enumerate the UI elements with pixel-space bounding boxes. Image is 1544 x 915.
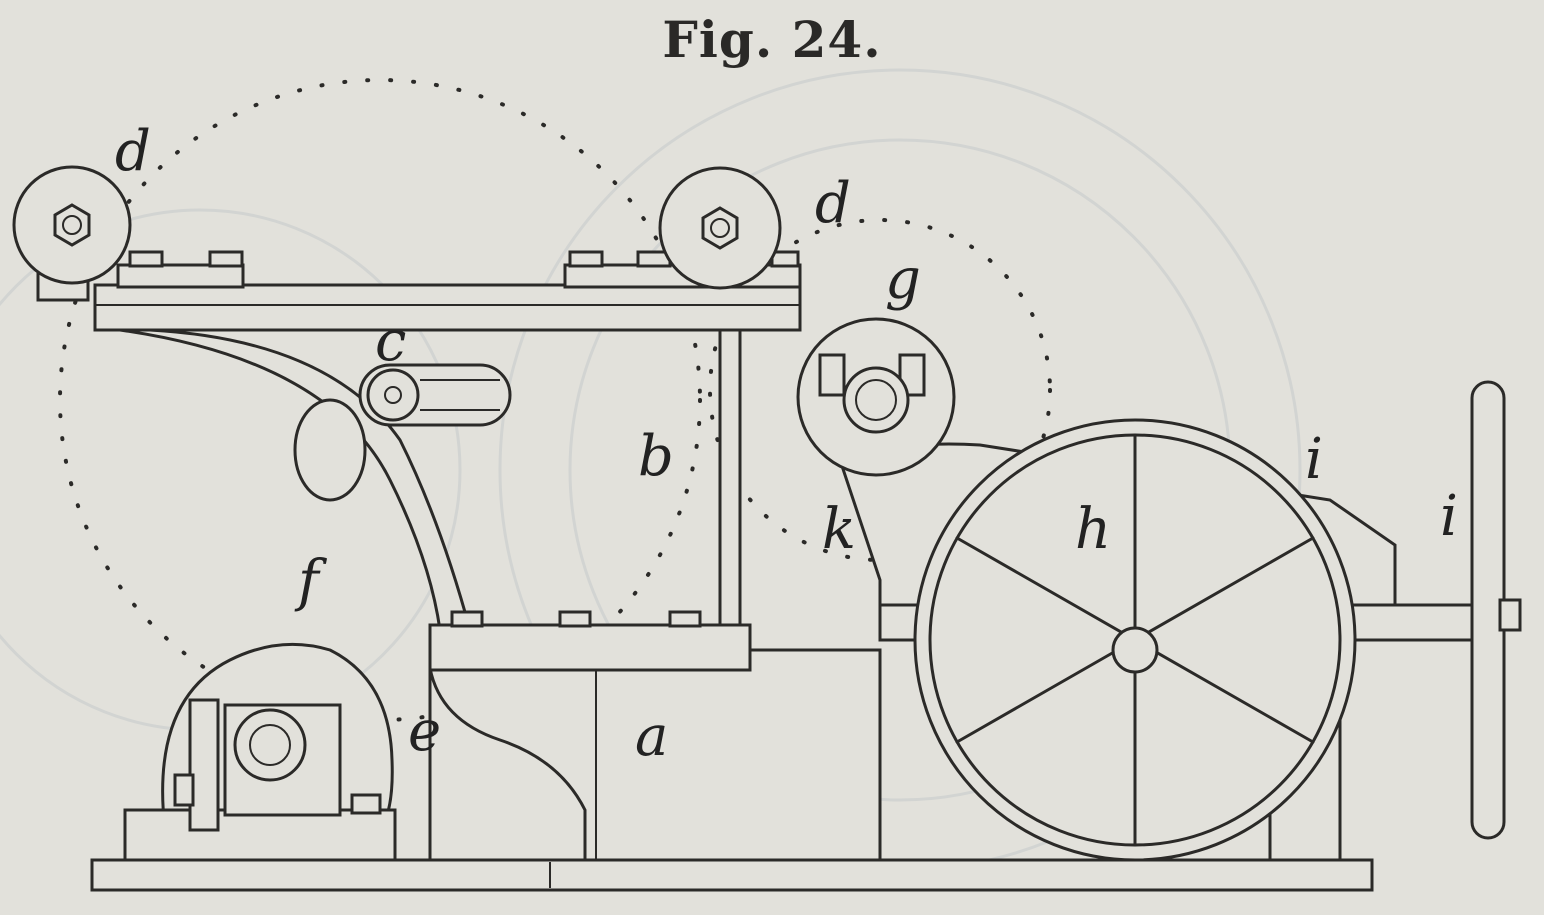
dotted-swing-circle-large — [58, 78, 702, 722]
label-f: f — [294, 549, 328, 614]
label-i-right: i — [1440, 484, 1458, 549]
handwheel-i — [1470, 380, 1522, 840]
frame-column-b — [119, 328, 752, 672]
bolt-row-lower — [450, 610, 702, 628]
part-labels: d d g c b k h i i f e a — [115, 119, 1458, 769]
flywheel-spokes — [955, 433, 1315, 847]
bearing-g — [796, 317, 956, 477]
flywheel-h — [913, 418, 1357, 862]
roller-d-left — [12, 165, 132, 302]
label-c: c — [375, 309, 406, 374]
label-a: a — [635, 704, 668, 769]
label-k: k — [822, 497, 856, 562]
label-d-right: d — [815, 171, 851, 236]
label-i-upper: i — [1305, 427, 1323, 492]
label-g: g — [885, 247, 921, 312]
label-e: e — [408, 699, 441, 764]
cam-disc — [293, 398, 367, 502]
dotted-swing-circle-right — [708, 218, 1052, 562]
label-b: b — [638, 424, 674, 489]
roller-d-right — [658, 166, 782, 290]
label-d-left: d — [115, 119, 151, 184]
label-h: h — [1075, 497, 1111, 562]
base-plate — [90, 858, 1374, 892]
bearing-block-e — [123, 698, 397, 862]
slot-c — [358, 363, 512, 427]
figure-title: Fig. 24. — [662, 10, 882, 69]
